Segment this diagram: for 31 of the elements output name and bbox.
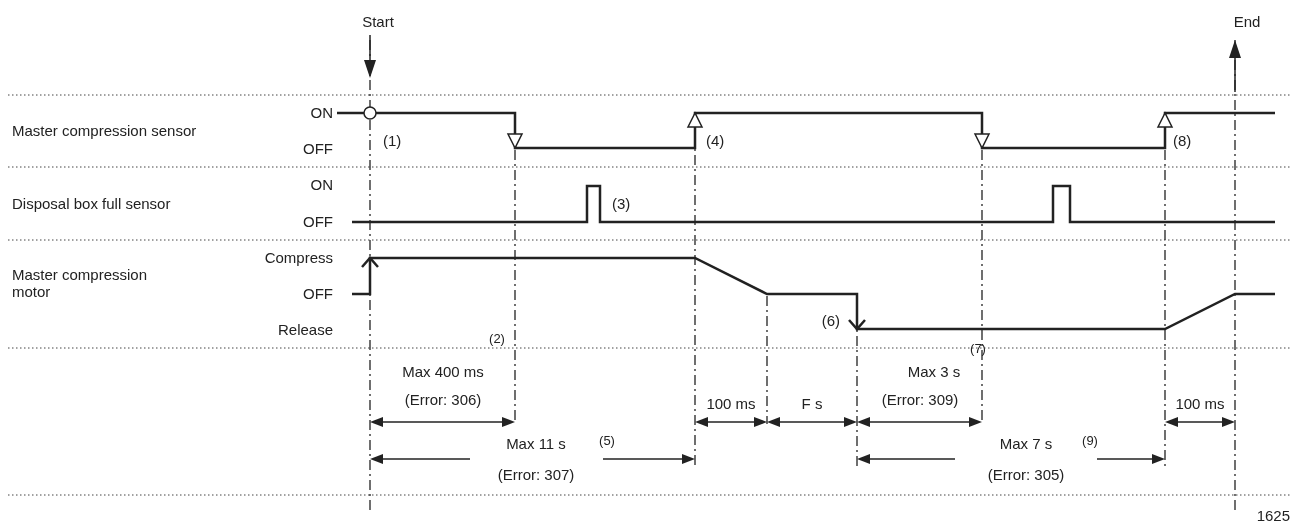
error-code: (Error: 307) [497,466,575,484]
error-code: (Error: 309) [879,391,961,409]
timing-label: Max 400 ms [402,363,484,381]
start-label: Start [362,13,394,31]
timing-label: Max 7 s [999,435,1053,453]
error-code: (Error: 305) [987,466,1065,484]
callout-number: (5) [599,433,615,449]
callout-number: (1) [383,132,402,150]
state-label: Release [277,321,333,339]
callout-number: (3) [612,195,631,213]
timing-label: F s [801,395,823,413]
state-label: ON [310,176,333,194]
signal-name: Master compression motor [12,265,149,301]
figure-number: 1625 [1256,507,1290,525]
error-code: (Error: 306) [404,391,482,409]
state-label: OFF [303,213,333,231]
state-label: OFF [303,285,333,303]
state-label: Compress [264,249,333,267]
state-label: OFF [303,140,333,158]
callout-number: (4) [706,132,725,150]
timing-label: Max 3 s [907,363,961,381]
signal-name: Disposal box full sensor [12,195,171,213]
callout-number: (6) [821,312,840,330]
state-label: ON [310,104,333,122]
callout-number: (7) [970,341,986,357]
callout-number: (8) [1173,132,1192,150]
callout-number: (9) [1082,433,1098,449]
callout-number: (2) [489,331,505,347]
signal-name: Master compression sensor [12,122,197,140]
timing-label: Max 11 s [506,435,566,453]
end-label: End [1233,13,1261,31]
